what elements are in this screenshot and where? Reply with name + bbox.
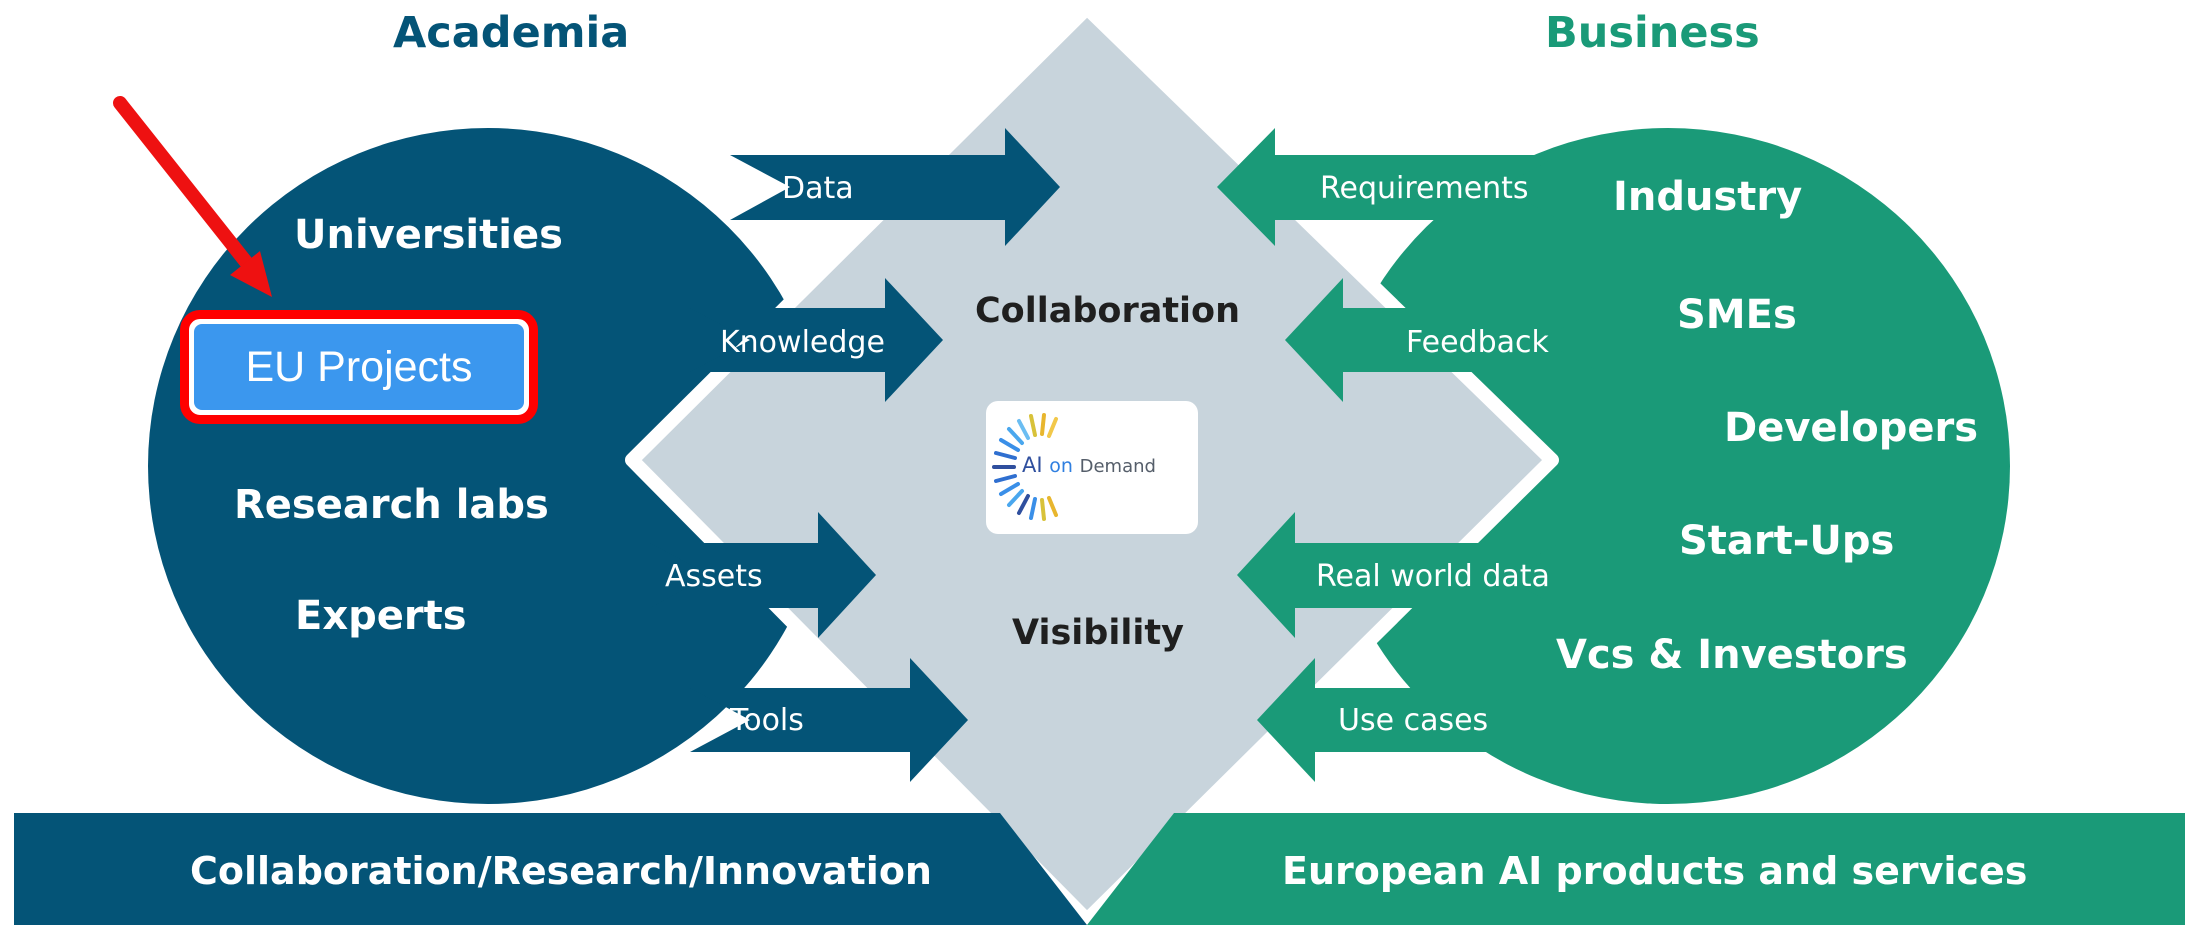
business-item-industry: Industry <box>1613 174 1803 220</box>
business-item-smes: SMEs <box>1677 292 1797 338</box>
arrow-assets <box>650 512 876 638</box>
logo-sunburst-icon <box>992 413 1058 521</box>
annotation-arrow-head <box>230 251 272 297</box>
academia-circle <box>148 128 828 804</box>
footer-right-band <box>1087 813 2185 925</box>
arrow-feedback <box>1285 278 1600 402</box>
heading-business: Business <box>1545 8 1760 58</box>
arrow-use-cases <box>1257 658 1520 782</box>
logo-text-demand: Demand <box>1079 456 1156 477</box>
footer-label-right: European AI products and services <box>1282 849 2028 893</box>
flow-label-assets: Assets <box>665 559 763 594</box>
footer-label-left: Collaboration/Research/Innovation <box>190 849 932 893</box>
business-item-vcs-investors: Vcs & Investors <box>1556 632 1908 678</box>
center-label-collaboration: Collaboration <box>975 291 1241 331</box>
arrow-knowledge <box>690 278 943 402</box>
business-item-developers: Developers <box>1724 405 1979 451</box>
annotation-arrow-shaft <box>113 96 253 269</box>
academia-item-research-labs: Research labs <box>234 482 549 528</box>
business-item-start-ups: Start-Ups <box>1679 518 1895 564</box>
flow-label-knowledge: Knowledge <box>720 325 885 360</box>
academia-item-universities: Universities <box>294 212 563 258</box>
logo-wordmark: AI on Demand <box>1022 455 1156 476</box>
flow-label-use-cases: Use cases <box>1338 703 1489 738</box>
academia-item-eu-projects: EU Projects <box>194 324 524 410</box>
arrow-real-world-data <box>1237 512 1560 638</box>
arrow-tools <box>690 658 968 782</box>
academia-item-experts: Experts <box>295 593 467 639</box>
arrow-requirements <box>1217 128 1560 246</box>
flow-label-real-world-data: Real world data <box>1316 559 1550 594</box>
flow-label-data: Data <box>782 171 854 206</box>
arrow-data <box>730 128 1060 246</box>
logo-text-ai: AI <box>1022 453 1043 477</box>
ai-on-demand-logo: AI on Demand <box>986 401 1198 534</box>
flow-label-feedback: Feedback <box>1406 325 1549 360</box>
flow-label-requirements: Requirements <box>1320 171 1529 206</box>
flow-label-tools: Tools <box>730 703 804 738</box>
footer-left-band <box>14 813 1087 925</box>
eu-projects-highlight: EU Projects <box>180 310 538 424</box>
business-circle <box>1326 128 2010 804</box>
center-label-visibility: Visibility <box>1012 613 1184 653</box>
logo-text-on: on <box>1049 455 1073 477</box>
heading-academia: Academia <box>393 8 630 58</box>
